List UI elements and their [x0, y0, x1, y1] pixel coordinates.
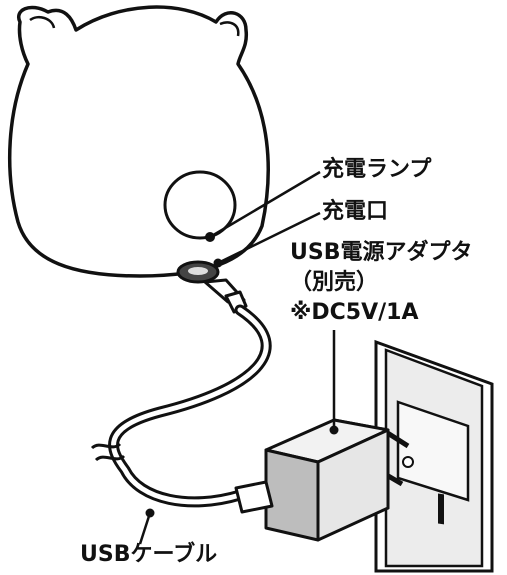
- usb-cable-label: USBケーブル: [80, 542, 218, 567]
- usb-adapter-label-line2: （別売）: [290, 270, 379, 295]
- charging-port-label: 充電口: [322, 199, 389, 224]
- usb-cable: [90, 304, 272, 545]
- wall-outlet: [374, 339, 494, 573]
- usb-adapter-label: USB電源アダプタ （別売） ※DC5V/1A: [290, 238, 472, 328]
- usb-adapter-label-line1: USB電源アダプタ: [290, 240, 473, 265]
- usb-adapter-label-line3: ※DC5V/1A: [290, 300, 419, 325]
- plush-body: [7, 5, 270, 278]
- leader-lines: [209, 170, 336, 430]
- usb-adapter: [234, 418, 410, 542]
- charging-lamp-label: 充電ランプ: [322, 157, 432, 182]
- charging-port: [176, 258, 248, 314]
